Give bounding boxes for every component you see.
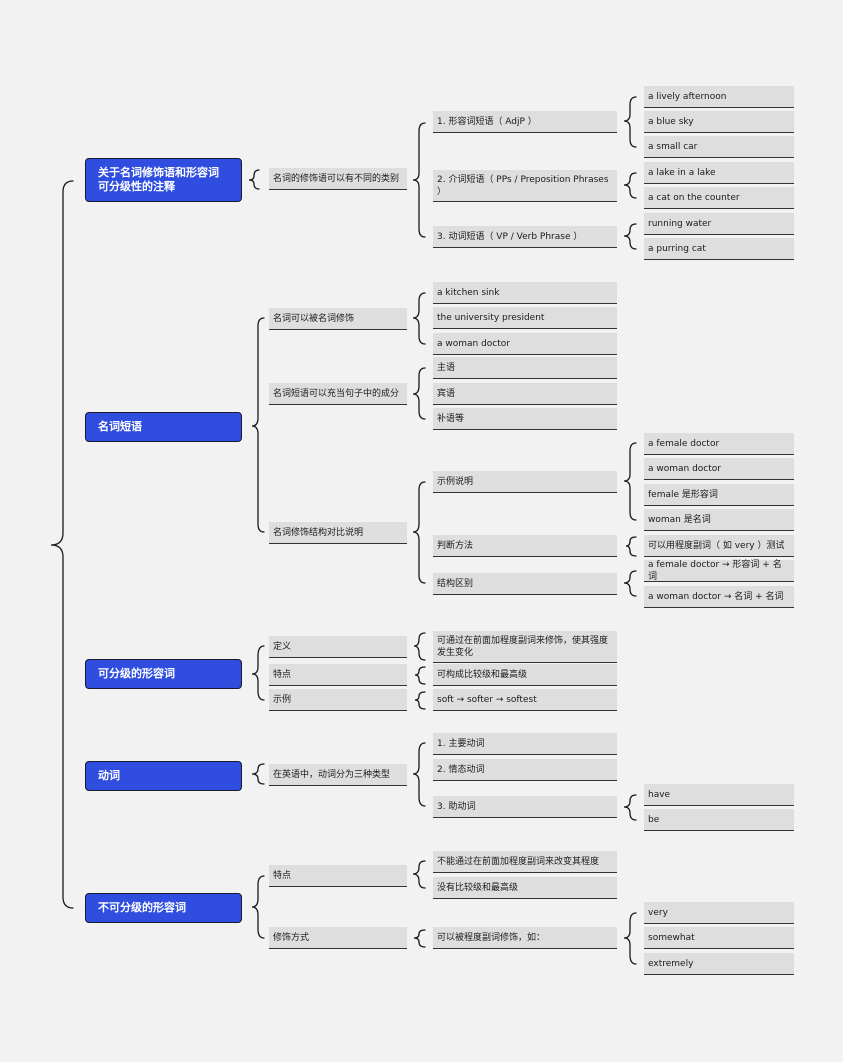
leaf-role-2[interactable]: 宾语 <box>433 383 617 405</box>
np-sentence-role-node[interactable]: 名词短语可以充当句子中的成分 <box>269 383 407 405</box>
leaf-adjp-3[interactable]: a small car <box>644 136 794 158</box>
leaf-noun-mod-1[interactable]: a kitchen sink <box>433 282 617 304</box>
feature-node[interactable]: 特点 <box>269 664 407 686</box>
leaf-adjp-2[interactable]: a blue sky <box>644 111 794 133</box>
leaf-diff-1[interactable]: a female doctor → 形容词 + 名词 <box>644 560 794 582</box>
leaf-aux-2[interactable]: be <box>644 809 794 831</box>
category-modifier-notes[interactable]: 关于名词修饰语和形容词可分级性的注释 <box>85 158 242 202</box>
non-gradable-feature-node[interactable]: 特点 <box>269 865 407 887</box>
leaf-judge-1[interactable]: 可以用程度副词（ 如 very ）测试 <box>644 535 794 557</box>
leaf-example-4[interactable]: woman 是名词 <box>644 509 794 531</box>
leaf-definition[interactable]: 可通过在前面加程度副词来修饰，使其强度发生变化 <box>433 631 617 663</box>
verb-types-node[interactable]: 在英语中，动词分为三种类型 <box>269 764 407 786</box>
category-verb[interactable]: 动词 <box>85 761 242 791</box>
leaf-vp-1[interactable]: running water <box>644 213 794 235</box>
structure-diff-node[interactable]: 结构区别 <box>433 573 617 595</box>
aux-verb-node[interactable]: 3. 助动词 <box>433 796 617 818</box>
leaf-adverb-1[interactable]: very <box>644 902 794 924</box>
pp-node[interactable]: 2. 介词短语（ PPs / Preposition Phrases ） <box>433 170 617 202</box>
leaf-example-1[interactable]: a female doctor <box>644 433 794 455</box>
example-gradable-node[interactable]: 示例 <box>269 689 407 711</box>
leaf-main-verb[interactable]: 1. 主要动词 <box>433 733 617 755</box>
leaf-modal-verb[interactable]: 2. 情态动词 <box>433 759 617 781</box>
leaf-non-gradable-2[interactable]: 没有比较级和最高级 <box>433 877 617 899</box>
leaf-noun-mod-2[interactable]: the university president <box>433 307 617 329</box>
vp-node[interactable]: 3. 动词短语（ VP / Verb Phrase ） <box>433 226 617 248</box>
example-node[interactable]: 示例说明 <box>433 471 617 493</box>
leaf-adverb-2[interactable]: somewhat <box>644 927 794 949</box>
leaf-aux-1[interactable]: have <box>644 784 794 806</box>
judge-method-node[interactable]: 判断方法 <box>433 535 617 557</box>
definition-node[interactable]: 定义 <box>269 636 407 658</box>
leaf-feature[interactable]: 可构成比较级和最高级 <box>433 664 617 686</box>
adjp-node[interactable]: 1. 形容词短语（ AdjP ） <box>433 111 617 133</box>
noun-modify-noun-node[interactable]: 名词可以被名词修饰 <box>269 308 407 330</box>
leaf-adjp-1[interactable]: a lively afternoon <box>644 86 794 108</box>
leaf-modification[interactable]: 可以被程度副词修饰，如： <box>433 927 617 949</box>
leaf-vp-2[interactable]: a purring cat <box>644 238 794 260</box>
category-gradable-adj[interactable]: 可分级的形容词 <box>85 659 242 689</box>
leaf-example-2[interactable]: a woman doctor <box>644 458 794 480</box>
comparison-node[interactable]: 名词修饰结构对比说明 <box>269 522 407 544</box>
leaf-diff-2[interactable]: a woman doctor → 名词 + 名词 <box>644 586 794 608</box>
category-non-gradable-adj[interactable]: 不可分级的形容词 <box>85 893 242 923</box>
modifier-categories-node[interactable]: 名词的修饰语可以有不同的类别 <box>269 168 407 190</box>
modification-node[interactable]: 修饰方式 <box>269 927 407 949</box>
leaf-role-1[interactable]: 主语 <box>433 357 617 379</box>
leaf-adverb-3[interactable]: extremely <box>644 953 794 975</box>
leaf-example-3[interactable]: female 是形容词 <box>644 484 794 506</box>
leaf-role-3[interactable]: 补语等 <box>433 408 617 430</box>
leaf-non-gradable-1[interactable]: 不能通过在前面加程度副词来改变其程度 <box>433 851 617 873</box>
leaf-gradable-example[interactable]: soft → softer → softest <box>433 689 617 711</box>
leaf-pp-1[interactable]: a lake in a lake <box>644 162 794 184</box>
leaf-noun-mod-3[interactable]: a woman doctor <box>433 333 617 355</box>
leaf-pp-2[interactable]: a cat on the counter <box>644 187 794 209</box>
category-noun-phrase[interactable]: 名词短语 <box>85 412 242 442</box>
